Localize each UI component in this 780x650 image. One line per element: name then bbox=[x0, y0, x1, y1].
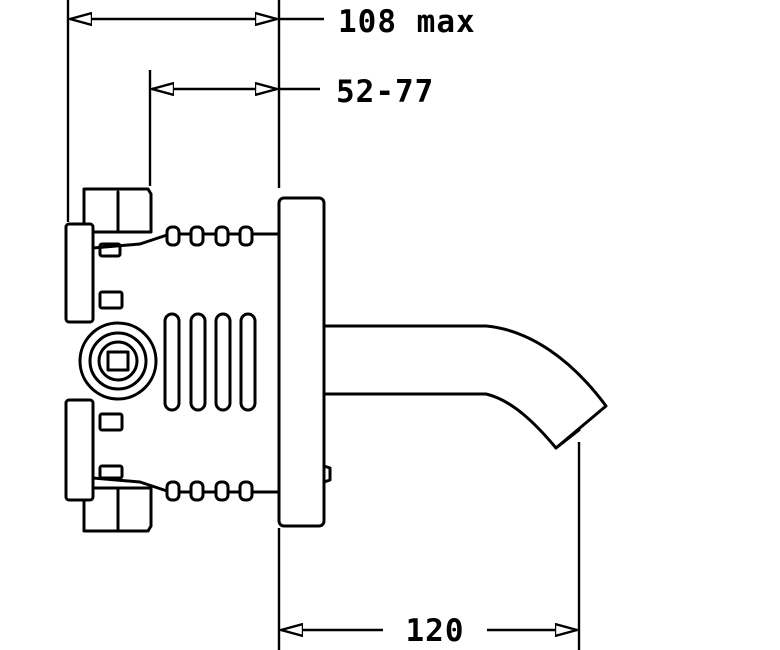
dimension-label-spout-projection: 120 bbox=[406, 613, 465, 649]
wall-plate bbox=[277, 196, 332, 528]
extension-lines bbox=[66, 0, 581, 650]
dimension-adjust-range: 52-77 bbox=[152, 74, 434, 110]
dimension-label-overall-max: 108 max bbox=[338, 4, 476, 40]
dimension-spout-projection: 120 bbox=[281, 613, 577, 649]
concealed-valve-body bbox=[64, 187, 281, 533]
dimension-overall-max: 108 max bbox=[70, 4, 476, 40]
cartridge-circle bbox=[78, 321, 158, 401]
spout bbox=[322, 324, 608, 450]
dimension-label-adjust-range: 52-77 bbox=[336, 74, 434, 110]
